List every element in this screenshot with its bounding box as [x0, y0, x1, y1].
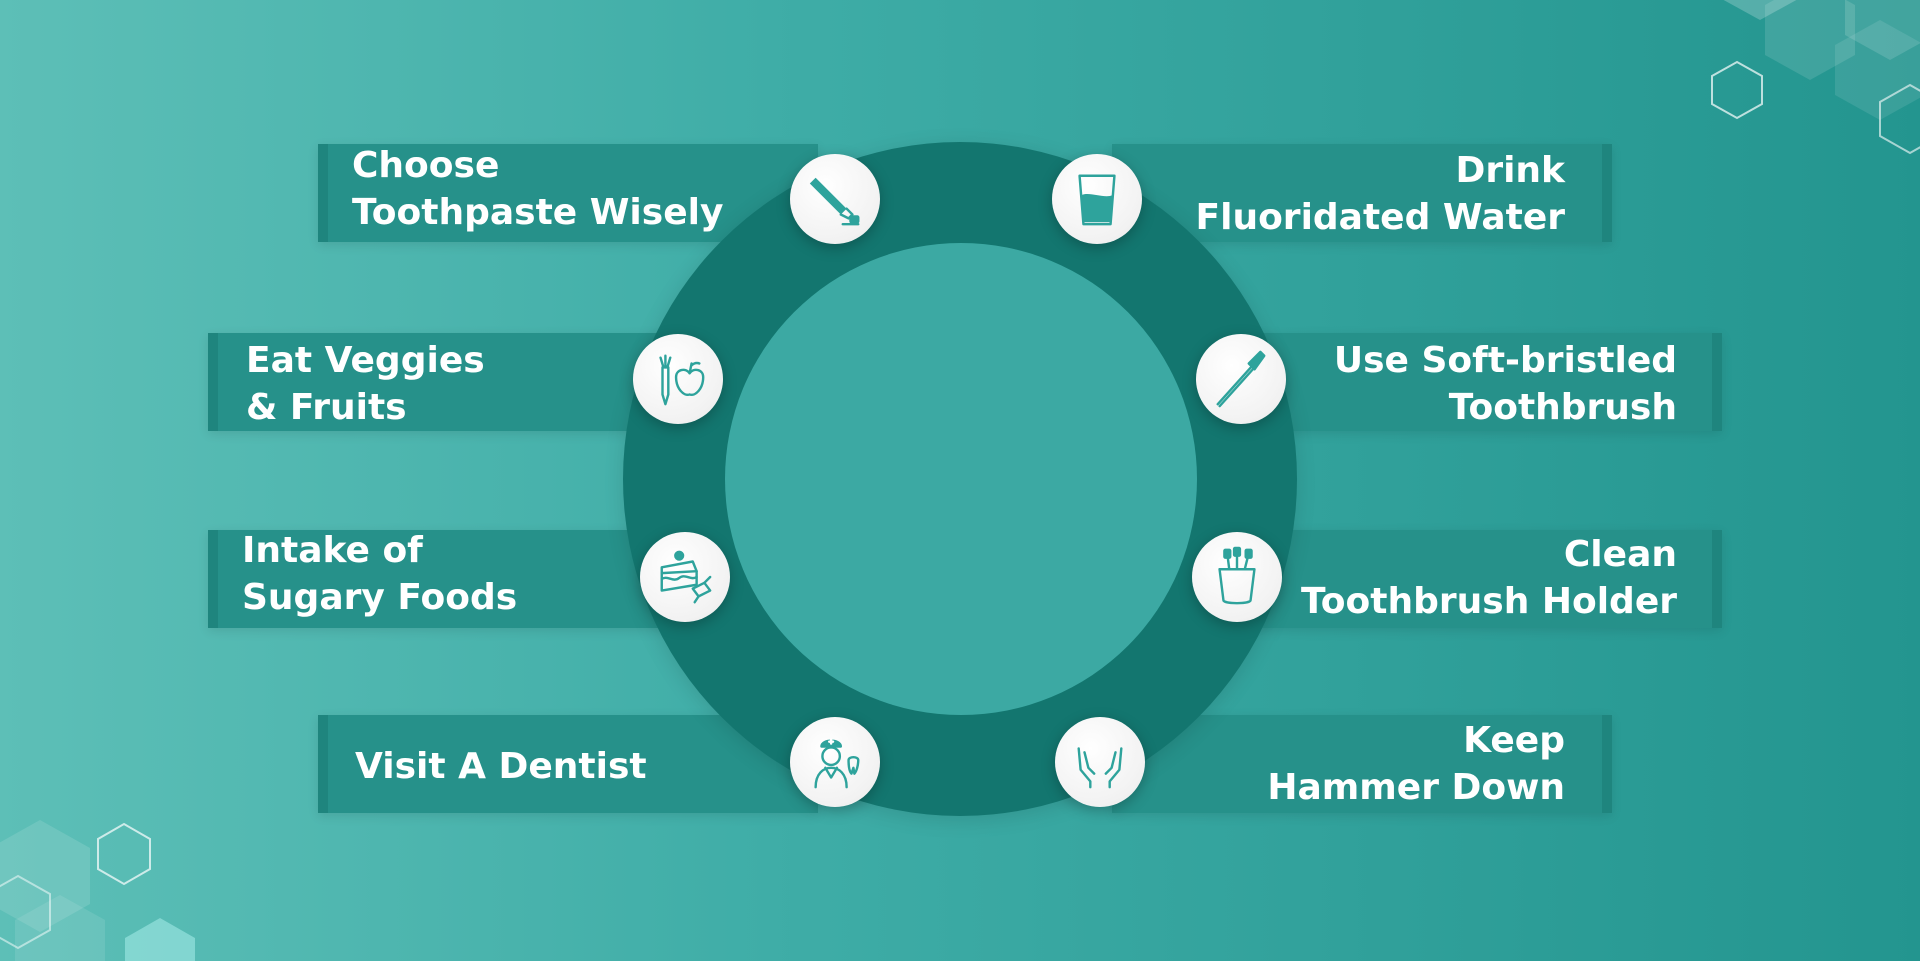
item-label-keep-hammer-down: Keep Hammer Down	[1267, 720, 1565, 808]
dentist-icon	[790, 717, 880, 807]
toothpaste-icon	[790, 154, 880, 244]
band-left-4	[318, 715, 818, 813]
veggies-fruits-icon	[633, 334, 723, 424]
inner-circle	[725, 243, 1197, 715]
water-glass-icon	[1052, 154, 1142, 244]
band-right-4	[1112, 715, 1612, 813]
hexagon-pattern-bottom-left	[0, 820, 195, 961]
band-right-3	[1242, 530, 1722, 628]
item-label-toothbrush-holder: Clean Toothbrush Holder	[1301, 534, 1677, 622]
item-label-sugary-foods: Intake of Sugary Foods	[242, 530, 518, 618]
band-left-3	[208, 530, 688, 628]
item-label-eat-veggies: Eat Veggies & Fruits	[246, 340, 485, 428]
toothbrush-holder-icon	[1192, 532, 1282, 622]
toothbrush-icon	[1196, 334, 1286, 424]
hexagon-pattern-top-right	[1711, 0, 1920, 155]
item-label-visit-dentist: Visit A Dentist	[355, 746, 647, 787]
band-right-1	[1112, 144, 1612, 242]
band-right-2	[1250, 333, 1722, 431]
item-label-soft-toothbrush: Use Soft-bristled Toothbrush	[1333, 340, 1677, 428]
band-left-2	[208, 333, 680, 431]
item-label-fluoridated-water: Drink Fluoridated Water	[1195, 150, 1565, 238]
cake-candy-icon	[640, 532, 730, 622]
item-label-choose-toothpaste: Choose Toothpaste Wisely	[352, 145, 724, 233]
hands-icon	[1055, 717, 1145, 807]
band-left-1	[318, 144, 818, 242]
